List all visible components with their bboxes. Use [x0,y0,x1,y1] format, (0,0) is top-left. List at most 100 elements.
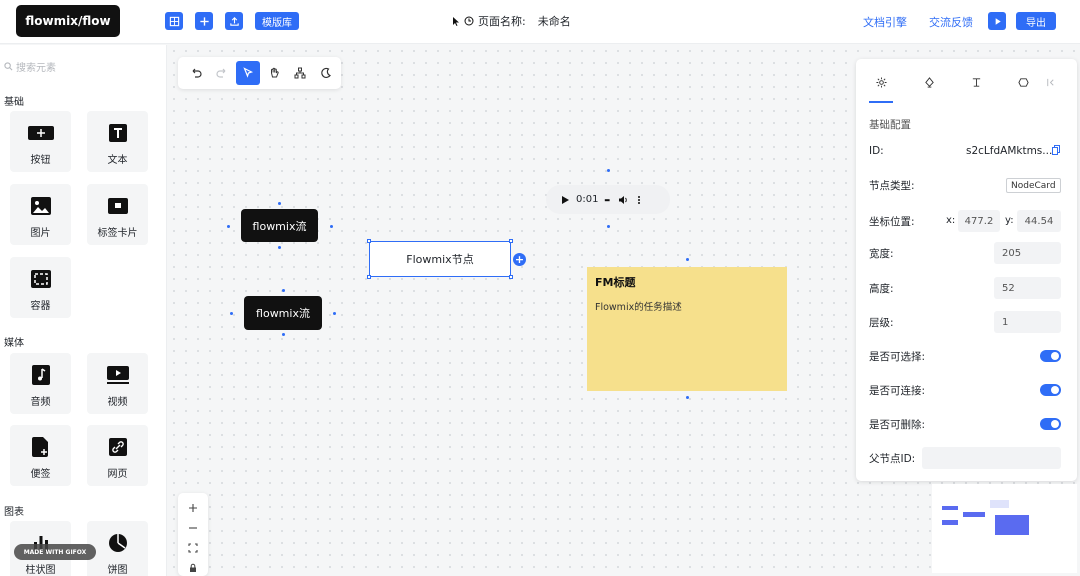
section-media: 媒体 [4,338,24,349]
audio-node[interactable]: 0:01 [546,185,670,214]
y-label: y: [1005,215,1014,226]
element-tag-card[interactable]: 标签卡片 [87,184,148,245]
selected-flow-node[interactable]: Flowmix节点 [369,241,511,277]
resize-handle[interactable] [509,275,513,279]
progress-dot-icon[interactable] [604,195,612,205]
node-handle[interactable] [686,258,689,261]
tab-shape[interactable] [1012,73,1034,91]
grid-button[interactable] [165,12,183,30]
node-handle[interactable] [227,225,230,228]
tab-basic-config[interactable] [870,73,892,91]
zoom-in-button[interactable] [184,499,202,516]
audio-time: 0:01 [576,194,599,205]
resize-handle[interactable] [367,239,371,243]
lock-button[interactable] [184,559,202,576]
element-audio[interactable]: 音频 [10,353,71,414]
copy-icon[interactable] [1052,145,1060,155]
node-handle[interactable] [278,202,281,205]
page-name-value[interactable]: 未命名 [537,15,571,28]
card-title: FM标题 [595,276,636,289]
element-container[interactable]: 容器 [10,257,71,318]
node-handle[interactable] [686,396,689,399]
element-sticky-note[interactable]: 便签 [10,425,71,486]
parent-row: 父节点ID: [869,447,1064,469]
node-handle[interactable] [278,246,281,249]
zoom-out-button[interactable] [184,519,202,536]
volume-icon[interactable] [618,195,628,205]
tab-text[interactable] [965,73,987,91]
node-type-value: NodeCard [1006,178,1061,193]
element-pie-chart[interactable]: 饼图 [87,521,148,576]
app-logo[interactable]: flowmix/flow [16,5,120,37]
template-library-button[interactable]: 模版库 [255,12,299,30]
card-description: Flowmix的任务描述 [595,302,682,313]
search-placeholder: 搜索元素 [16,62,56,74]
play-icon[interactable] [560,195,570,205]
y-input[interactable]: 44.54 [1017,210,1061,232]
button-icon [27,122,54,144]
more-vertical-icon[interactable] [634,195,644,205]
element-text[interactable]: 文本 [87,111,148,172]
export-button[interactable]: 导出 [1016,12,1056,30]
pie-chart-icon [105,532,131,554]
resize-handle[interactable] [367,275,371,279]
x-input[interactable]: 477.2 [958,210,1000,232]
text-icon [105,122,131,144]
node-handle[interactable] [330,225,333,228]
video-icon [105,364,131,386]
zindex-input[interactable]: 1 [994,311,1061,333]
tab-style[interactable] [918,73,940,91]
upload-button[interactable] [225,12,243,30]
node-handle[interactable] [333,312,336,315]
shape-icon [1017,77,1029,87]
collapse-panel-button[interactable] [1039,73,1061,91]
music-note-icon [28,364,54,386]
add-connection-button[interactable]: + [513,253,526,266]
parent-id-input[interactable] [922,447,1061,469]
layout-button[interactable] [288,61,312,85]
resize-handle[interactable] [509,239,513,243]
redo-button[interactable] [210,61,234,85]
select-tool-button[interactable] [236,61,260,85]
deletable-toggle[interactable] [1040,418,1061,430]
width-row: 宽度: [869,242,1064,264]
zoom-out-icon [189,526,197,529]
section-title: 基础配置 [869,119,911,131]
note-add-icon [28,436,54,458]
preview-button[interactable] [988,12,1006,30]
search-input[interactable]: 搜索元素 [4,58,154,74]
flow-node-dark[interactable]: flowmix流 [241,209,318,242]
selectable-toggle[interactable] [1040,350,1061,362]
element-label: 视频 [107,397,128,408]
note-card-node[interactable]: FM标题 Flowmix的任务描述 [587,267,787,391]
undo-button[interactable] [184,61,208,85]
node-handle[interactable] [607,169,610,172]
node-handle[interactable] [607,225,610,228]
pan-tool-button[interactable] [262,61,286,85]
node-handle[interactable] [282,289,285,292]
play-icon [995,17,1001,25]
element-webpage[interactable]: 网页 [87,425,148,486]
theme-button[interactable] [314,61,338,85]
connectable-toggle[interactable] [1040,384,1061,396]
element-image[interactable]: 图片 [10,184,71,245]
height-input[interactable]: 52 [994,277,1061,299]
element-label: 网页 [107,469,128,480]
hand-pan-icon [271,67,279,78]
canvas-toolbar [178,57,341,89]
flow-node-dark[interactable]: flowmix流 [244,296,322,330]
element-button[interactable]: 按钮 [10,111,71,172]
fit-view-button[interactable] [184,539,202,556]
minimap[interactable] [932,484,1077,573]
element-label: 标签卡片 [97,228,138,239]
element-video[interactable]: 视频 [87,353,148,414]
active-tab-indicator [869,101,893,103]
node-handle[interactable] [230,312,233,315]
width-input[interactable]: 205 [994,242,1061,264]
feedback-link[interactable]: 交流反馈 [929,16,973,29]
add-button[interactable] [195,12,213,30]
element-label: 柱状图 [25,565,56,576]
grid-icon [169,16,179,26]
docs-link[interactable]: 文档引擎 [863,16,907,29]
node-handle[interactable] [282,333,285,336]
